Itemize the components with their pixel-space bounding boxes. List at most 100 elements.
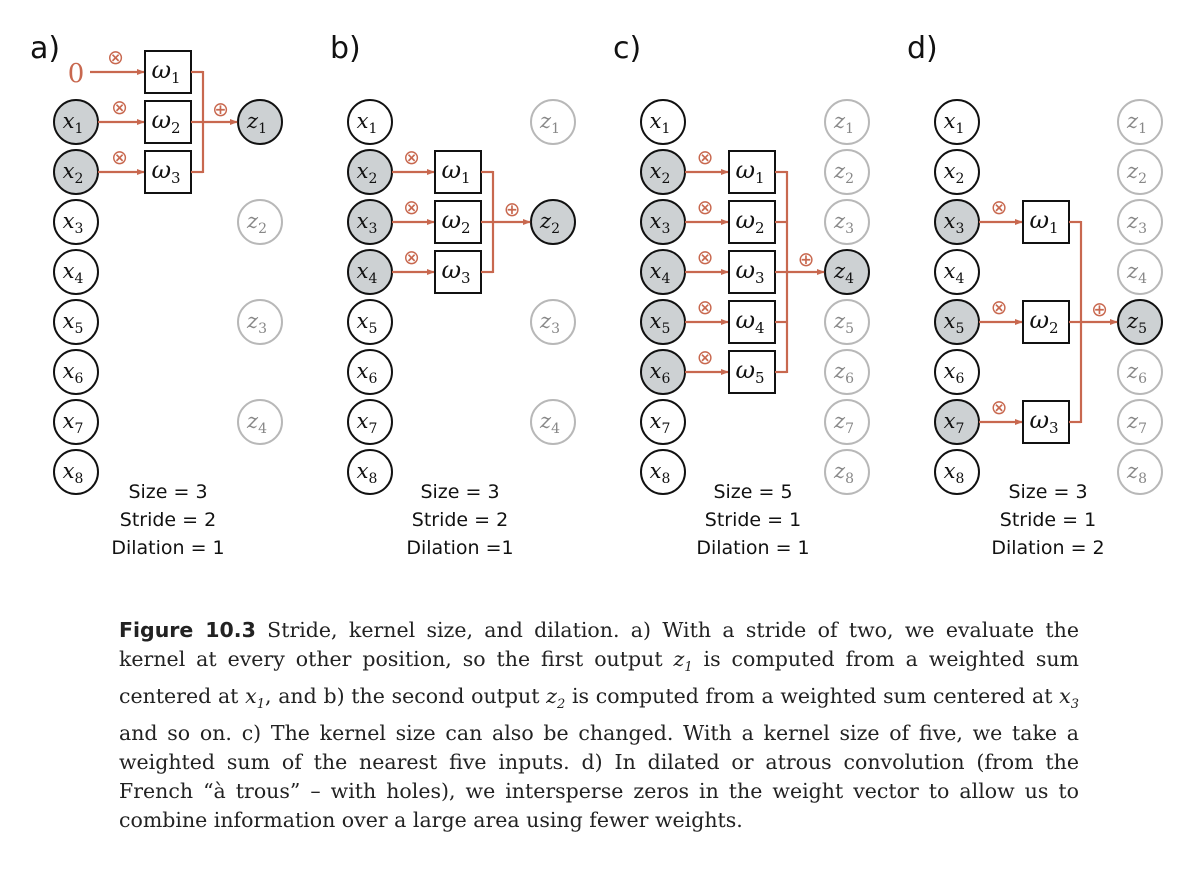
weight-box: ω3 bbox=[728, 250, 776, 294]
output-node: z1 bbox=[237, 99, 283, 145]
param-size: Size = 3 bbox=[128, 481, 207, 503]
input-node: x8 bbox=[934, 449, 980, 495]
param-size: Size = 5 bbox=[713, 481, 792, 503]
input-node: x7 bbox=[640, 399, 686, 445]
output-node: z4 bbox=[530, 399, 576, 445]
weight-box: ω4 bbox=[728, 300, 776, 344]
input-node: x4 bbox=[640, 249, 686, 295]
output-node: z7 bbox=[824, 399, 870, 445]
add-icon: ⊕ bbox=[504, 197, 521, 221]
output-node: z5 bbox=[824, 299, 870, 345]
weight-box: ω1 bbox=[728, 150, 776, 194]
caption-math-symbol: x1 bbox=[245, 684, 265, 713]
param-dilation: Dilation = 1 bbox=[696, 537, 809, 559]
multiply-icon: ⊗ bbox=[403, 195, 420, 219]
param-stride: Stride = 2 bbox=[412, 509, 508, 531]
input-node: x1 bbox=[640, 99, 686, 145]
input-node: x8 bbox=[640, 449, 686, 495]
output-node: z1 bbox=[530, 99, 576, 145]
output-node: z2 bbox=[530, 199, 576, 245]
output-node: z4 bbox=[1117, 249, 1163, 295]
panel-label: b) bbox=[330, 31, 361, 66]
multiply-icon: ⊗ bbox=[697, 295, 714, 319]
output-node: z4 bbox=[824, 249, 870, 295]
output-node: z3 bbox=[1117, 199, 1163, 245]
param-stride: Stride = 1 bbox=[1000, 509, 1096, 531]
weight-box: ω1 bbox=[434, 150, 482, 194]
multiply-icon: ⊗ bbox=[697, 245, 714, 269]
caption-math-symbol: z2 bbox=[546, 684, 566, 713]
input-node: x6 bbox=[934, 349, 980, 395]
convolution-diagram: a)x1x2x3x4x5x6x7x8z1z2z3z40⊗ω1⊗ω2⊗ω3⊕Siz… bbox=[30, 31, 1163, 559]
input-node: x3 bbox=[53, 199, 99, 245]
output-node: z6 bbox=[1117, 349, 1163, 395]
input-node: x1 bbox=[53, 99, 99, 145]
input-node: x5 bbox=[934, 299, 980, 345]
input-node: x2 bbox=[347, 149, 393, 195]
output-node: z3 bbox=[237, 299, 283, 345]
weight-box: ω1 bbox=[1022, 200, 1070, 244]
caption-segment: is computed from a weighted sum centered… bbox=[119, 647, 1079, 709]
multiply-icon: ⊗ bbox=[697, 195, 714, 219]
output-node: z6 bbox=[824, 349, 870, 395]
caption-math-symbol: z1 bbox=[673, 647, 693, 676]
weight-box: ω1 bbox=[144, 50, 192, 94]
multiply-icon: ⊗ bbox=[991, 395, 1008, 419]
panel-d: d)x1x2x3x4x5x6x7x8z1z2z3z4z5z6z7z8⊗ω1⊗ω2… bbox=[907, 31, 1163, 559]
svg-text:ω1: ω1 bbox=[151, 56, 180, 87]
caption-math-symbol: x3 bbox=[1059, 684, 1079, 713]
param-dilation: Dilation =1 bbox=[406, 537, 513, 559]
panel-label: d) bbox=[907, 31, 938, 66]
param-size: Size = 3 bbox=[420, 481, 499, 503]
output-node: z1 bbox=[1117, 99, 1163, 145]
figure-caption: Figure 10.3 Stride, kernel size, and dil… bbox=[119, 616, 1079, 835]
input-node: x2 bbox=[53, 149, 99, 195]
input-node: x8 bbox=[53, 449, 99, 495]
output-node: z8 bbox=[1117, 449, 1163, 495]
multiply-icon: ⊗ bbox=[991, 195, 1008, 219]
input-node: x2 bbox=[640, 149, 686, 195]
multiply-icon: ⊗ bbox=[403, 145, 420, 169]
input-node: x6 bbox=[53, 349, 99, 395]
multiply-icon: ⊗ bbox=[107, 45, 124, 69]
figure-label: Figure 10.3 bbox=[119, 618, 256, 642]
output-node: z3 bbox=[824, 199, 870, 245]
param-dilation: Dilation = 2 bbox=[991, 537, 1104, 559]
param-dilation: Dilation = 1 bbox=[111, 537, 224, 559]
panel-c: c)x1x2x3x4x5x6x7x8z1z2z3z4z5z6z7z8⊗ω1⊗ω2… bbox=[613, 31, 870, 559]
caption-segment: , and b) the second output bbox=[264, 684, 547, 709]
output-node: z2 bbox=[1117, 149, 1163, 195]
output-node: z1 bbox=[824, 99, 870, 145]
output-node: z2 bbox=[824, 149, 870, 195]
multiply-icon: ⊗ bbox=[403, 245, 420, 269]
input-node: x5 bbox=[640, 299, 686, 345]
input-node: x8 bbox=[347, 449, 393, 495]
output-node: z3 bbox=[530, 299, 576, 345]
input-node: x3 bbox=[347, 199, 393, 245]
add-icon: ⊕ bbox=[212, 97, 229, 121]
add-icon: ⊕ bbox=[798, 247, 815, 271]
input-node: x5 bbox=[347, 299, 393, 345]
input-node: x6 bbox=[640, 349, 686, 395]
panel-a: a)x1x2x3x4x5x6x7x8z1z2z3z40⊗ω1⊗ω2⊗ω3⊕Siz… bbox=[30, 31, 283, 559]
weight-box: ω3 bbox=[144, 150, 192, 194]
caption-segment: Stride, kernel size, and dilation. a) Wi… bbox=[119, 618, 1079, 671]
multiply-icon: ⊗ bbox=[697, 345, 714, 369]
input-node: x4 bbox=[53, 249, 99, 295]
zero-padding-input: 0 bbox=[68, 59, 85, 89]
input-node: x3 bbox=[934, 199, 980, 245]
param-stride: Stride = 1 bbox=[705, 509, 801, 531]
weight-box: ω2 bbox=[728, 200, 776, 244]
input-node: x1 bbox=[934, 99, 980, 145]
input-node: x7 bbox=[934, 399, 980, 445]
input-node: x2 bbox=[934, 149, 980, 195]
add-icon: ⊕ bbox=[1091, 297, 1108, 321]
weight-box: ω2 bbox=[434, 200, 482, 244]
multiply-icon: ⊗ bbox=[111, 95, 128, 119]
multiply-icon: ⊗ bbox=[697, 145, 714, 169]
output-node: z4 bbox=[237, 399, 283, 445]
weight-box: ω2 bbox=[1022, 300, 1070, 344]
panel-label: c) bbox=[613, 31, 641, 66]
input-node: x6 bbox=[347, 349, 393, 395]
input-node: x4 bbox=[934, 249, 980, 295]
